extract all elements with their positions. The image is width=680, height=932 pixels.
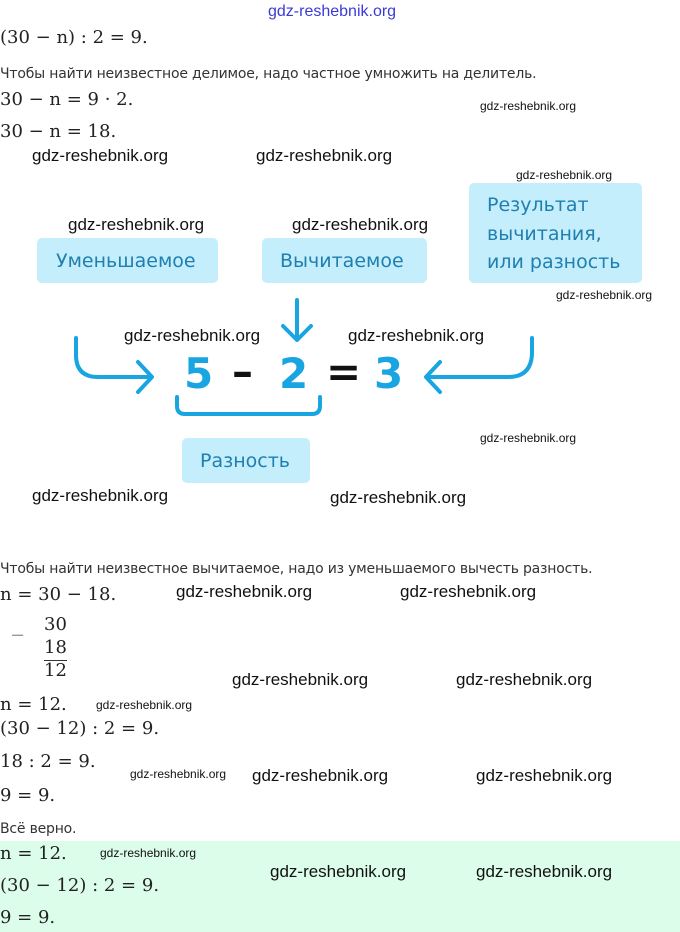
minus-sign: – [232,347,253,396]
watermark: gdz-reshebnik.org [556,288,653,302]
number-minuend: 5 [184,349,214,398]
watermark: gdz-reshebnik.org [68,215,205,234]
subtrahend-label: Вычитаемое [280,250,404,272]
watermark: gdz-reshebnik.org [476,862,613,881]
watermark: gdz-reshebnik.org [400,582,537,601]
watermark: gdz-reshebnik.org [32,486,169,505]
difference-bracket [175,395,322,416]
verdict: Всё верно. [0,821,77,837]
watermark: gdz-reshebnik.org [516,168,613,182]
subtrahend-box: Вычитаемое [262,238,427,283]
watermark: gdz-reshebnik.org [480,431,577,445]
difference-box: Разность [182,438,310,483]
result-label-line2: вычитания, [487,223,602,245]
number-difference: 3 [374,349,404,398]
arrow-from-minuend [74,336,154,394]
watermark: gdz-reshebnik.org [32,146,169,165]
rule-dividend: Чтобы найти неизвестное делимое, надо ча… [0,66,537,82]
watermark: gdz-reshebnik.org [268,3,397,20]
equation-4: n = 30 − 18. [0,584,117,605]
minuend-box: Уменьшаемое [37,238,218,283]
watermark: gdz-reshebnik.org [176,582,313,601]
watermark: gdz-reshebnik.org [270,862,407,881]
answer-3: 9 = 9. [0,907,56,928]
equation-5: n = 12. [0,694,67,715]
equals-sign: = [326,347,362,396]
number-subtrahend: 2 [279,349,309,398]
answer-2: (30 − 12) : 2 = 9. [0,875,160,896]
watermark: gdz-reshebnik.org [252,766,389,785]
watermark: gdz-reshebnik.org [330,488,467,507]
diagram-arrows [74,298,534,416]
watermark: gdz-reshebnik.org [96,698,193,712]
answer-highlight [0,841,680,932]
minuend-label: Уменьшаемое [56,250,196,272]
watermark: gdz-reshebnik.org [256,146,393,165]
rule-subtrahend: Чтобы найти неизвестное вычитаемое, надо… [0,561,593,577]
watermark: gdz-reshebnik.org [124,326,261,345]
check-3: 9 = 9. [0,785,56,806]
equation-1: (30 − n) : 2 = 9. [0,27,148,48]
result-box: Результат вычитания, или разность [469,183,642,283]
watermark: gdz-reshebnik.org [456,670,593,689]
column-subtrahend: 18 [44,637,67,658]
result-label-line1: Результат [487,194,589,216]
watermark: gdz-reshebnik.org [480,99,577,113]
result-label-line3: или разность [487,251,621,273]
arrow-from-result [424,336,534,394]
equation-2: 30 − n = 9 · 2. [0,89,134,110]
equation-3: 30 − n = 18. [0,121,117,142]
watermark: gdz-reshebnik.org [130,767,227,781]
watermark: gdz-reshebnik.org [292,215,429,234]
column-minus: − [10,625,26,646]
check-2: 18 : 2 = 9. [0,751,96,772]
column-minuend: 30 [44,614,67,635]
column-result: 12 [44,660,67,681]
watermark: gdz-reshebnik.org [100,846,197,860]
watermark: gdz-reshebnik.org [476,766,613,785]
arrow-from-subtrahend [281,298,313,342]
watermark: gdz-reshebnik.org [232,670,369,689]
watermark: gdz-reshebnik.org [348,326,485,345]
answer-1: n = 12. [0,843,67,864]
difference-label: Разность [200,450,290,472]
check-1: (30 − 12) : 2 = 9. [0,718,160,739]
